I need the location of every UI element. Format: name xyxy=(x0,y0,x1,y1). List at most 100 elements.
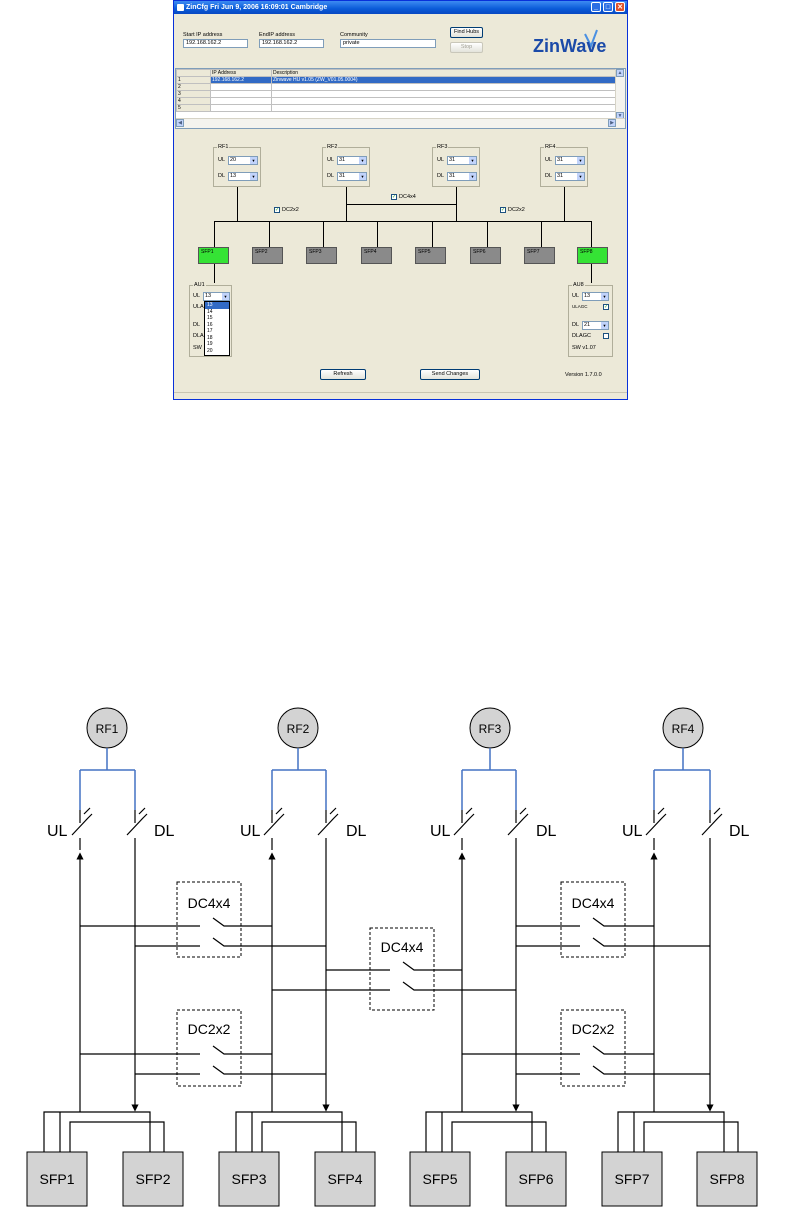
start-ip-field[interactable]: 192.168.162.2 xyxy=(183,39,248,48)
dropdown-option[interactable]: 19 xyxy=(207,341,213,347)
dc2x2-right-label: DC2x2 xyxy=(508,207,525,213)
au8-dlagc-checkbox[interactable] xyxy=(603,333,609,339)
dc4x4-center-box: DC4x4 xyxy=(369,927,435,1011)
hub-grid: IP Address Description 1 192.168.162.2 Z… xyxy=(175,68,626,129)
sfp2-button[interactable]: SFP2 xyxy=(252,247,283,264)
sfp1-drop xyxy=(214,221,215,247)
sfp4-box xyxy=(314,1151,376,1207)
rf1-group: RF1 UL 20▼ DL 13▼ xyxy=(213,144,261,187)
rf3-ul-select[interactable]: 31▼ xyxy=(447,156,477,165)
sfp4-button[interactable]: SFP4 xyxy=(361,247,392,264)
minimize-button[interactable]: _ xyxy=(591,2,601,12)
dropdown-option[interactable]: 18 xyxy=(207,334,213,341)
horizontal-scrollbar[interactable]: ◀ ▶ xyxy=(176,118,625,128)
dc2x2-right-label: DC2x2 xyxy=(572,1021,615,1037)
end-ip-field[interactable]: 192.168.162.2 xyxy=(259,39,324,48)
au1-dl-label: DL xyxy=(193,322,201,328)
scroll-left-icon[interactable]: ◀ xyxy=(176,119,184,127)
rf4-ul-select[interactable]: 31▼ xyxy=(555,156,585,165)
rf2-ul-select[interactable]: 31▼ xyxy=(337,156,367,165)
dl-label-2: DL xyxy=(346,823,367,840)
scroll-right-icon[interactable]: ▶ xyxy=(608,119,616,127)
rf4-ul-label: UL xyxy=(545,157,553,163)
sfp1-button[interactable]: SFP1 xyxy=(198,247,229,264)
rf3-dl-select[interactable]: 31▼ xyxy=(447,172,477,181)
maximize-button[interactable]: □ xyxy=(603,2,613,12)
chevron-down-icon[interactable]: ▼ xyxy=(601,322,608,329)
close-button[interactable]: ✕ xyxy=(615,2,625,12)
chevron-down-icon[interactable]: ▼ xyxy=(250,173,257,180)
dc2x2-left-label: DC2x2 xyxy=(282,207,299,213)
scroll-up-icon[interactable]: ▲ xyxy=(616,69,624,77)
rf4-dl-select[interactable]: 31▼ xyxy=(555,172,585,181)
vertical-scrollbar[interactable]: ▲ ▼ xyxy=(615,69,625,120)
sfp3-box xyxy=(218,1151,280,1207)
chevron-down-icon[interactable]: ▼ xyxy=(577,173,584,180)
chevron-down-icon[interactable]: ▼ xyxy=(359,157,366,164)
community-label: Community xyxy=(340,32,368,38)
chevron-down-icon[interactable]: ▼ xyxy=(577,157,584,164)
app-icon xyxy=(177,4,184,11)
sfp5-button[interactable]: SFP5 xyxy=(415,247,446,264)
rf1-dl-select[interactable]: 13▼ xyxy=(228,172,258,181)
sfp7-drop xyxy=(541,221,542,247)
au1-line xyxy=(214,264,215,283)
rf2-dl-label: DL xyxy=(327,173,335,179)
dropdown-option[interactable]: 17 xyxy=(207,328,213,334)
sfp5-drop xyxy=(432,221,433,247)
refresh-button[interactable]: Refresh xyxy=(320,369,366,380)
chevron-down-icon[interactable]: ▼ xyxy=(250,157,257,164)
sfp7-button[interactable]: SFP7 xyxy=(524,247,555,264)
chevron-down-icon[interactable]: ▼ xyxy=(469,157,476,164)
logo-text: ZinWave xyxy=(533,36,607,56)
rf2-node: RF2 xyxy=(277,707,319,749)
au1-ul-value: 13 xyxy=(205,293,212,299)
sfp6-button[interactable]: SFP6 xyxy=(470,247,501,264)
dc2x2-left-checkbox[interactable]: ✓ xyxy=(274,207,280,213)
au8-ul-select[interactable]: 13▼ xyxy=(582,292,609,301)
rf1-ul-value: 20 xyxy=(230,157,237,163)
send-changes-button[interactable]: Send Changes xyxy=(420,369,480,380)
dropdown-option[interactable]: 13 xyxy=(205,302,229,309)
rf4-line xyxy=(564,187,565,221)
dc2x2-left-box: DC2x2 xyxy=(176,1009,242,1087)
title-bar[interactable]: ZinCfg Fri Jun 9, 2006 16:09:01 Cambridg… xyxy=(174,1,627,14)
dropdown-option[interactable]: 15 xyxy=(207,315,213,321)
au1-ul-label: UL xyxy=(193,293,201,299)
sfp2-drop xyxy=(269,221,270,247)
dropdown-option[interactable]: 16 xyxy=(207,321,213,328)
rf2-node-label: RF2 xyxy=(287,722,310,736)
au8-ulagc-checkbox[interactable]: ✓ xyxy=(603,304,609,310)
find-hubs-button[interactable]: Find Hubs xyxy=(450,27,483,38)
sfp8-button[interactable]: SFP8 xyxy=(577,247,608,264)
chevron-down-icon[interactable]: ▼ xyxy=(222,293,229,300)
ul-label-3: UL xyxy=(430,823,451,840)
dropdown-option[interactable]: 14 xyxy=(207,308,213,315)
chevron-down-icon[interactable]: ▼ xyxy=(601,293,608,300)
au1-ul-select[interactable]: 13 ▼ xyxy=(203,292,230,301)
rf3-group: RF3 UL 31▼ DL 31▼ xyxy=(432,144,480,187)
sfp3-button[interactable]: SFP3 xyxy=(306,247,337,264)
dropdown-option[interactable]: 20 xyxy=(207,347,213,354)
table-row[interactable]: 5 xyxy=(176,104,617,112)
rf4-node: RF4 xyxy=(662,707,704,749)
au1-ul-dropdown-list[interactable]: 13 14 15 16 17 18 19 20 xyxy=(204,301,230,356)
rf2-dl-select[interactable]: 31▼ xyxy=(337,172,367,181)
attenuators xyxy=(71,807,723,850)
rf1-ul-select[interactable]: 20 ▼ xyxy=(228,156,258,165)
sfp-bus xyxy=(214,221,591,222)
chevron-down-icon[interactable]: ▼ xyxy=(469,173,476,180)
dc2x2-right-checkbox[interactable]: ✓ xyxy=(500,207,506,213)
sfp5-box xyxy=(409,1151,471,1207)
dc4x4-right-label: DC4x4 xyxy=(572,895,615,911)
ul-label-2: UL xyxy=(240,823,261,840)
sfp2-box-label: SFP2 xyxy=(135,1171,170,1187)
rf3-line xyxy=(456,187,457,221)
stop-button[interactable]: Stop xyxy=(450,42,483,53)
dc4x4-checkbox[interactable]: ✓ xyxy=(391,194,397,200)
community-field[interactable]: private xyxy=(340,39,436,48)
au8-dl-select[interactable]: 21▼ xyxy=(582,321,609,330)
sfp8-drop xyxy=(591,221,592,247)
chevron-down-icon[interactable]: ▼ xyxy=(359,173,366,180)
